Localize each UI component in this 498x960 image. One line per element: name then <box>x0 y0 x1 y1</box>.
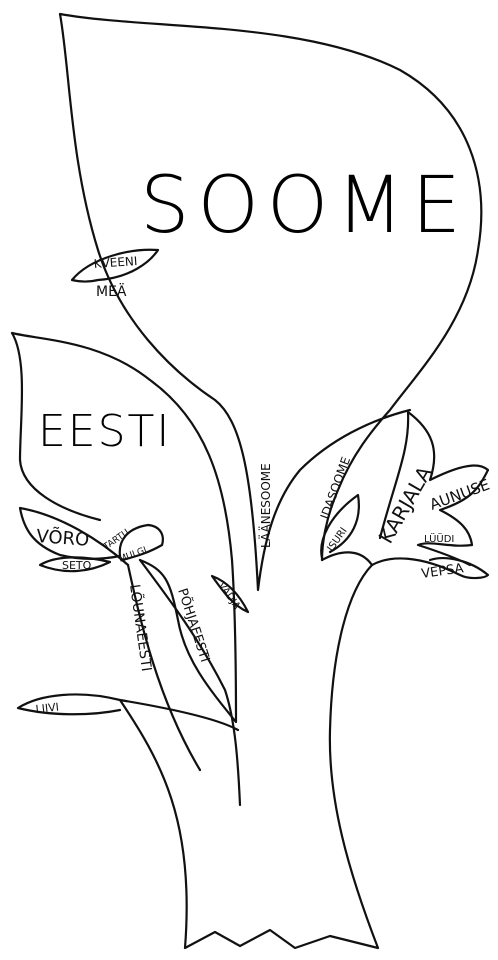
tree-trunk <box>120 565 378 948</box>
label-aunuse: AUNUSE <box>427 475 492 513</box>
label-idasoome: IDASOOME <box>318 455 353 521</box>
label-luudi: LÜÜDI <box>424 532 454 545</box>
label-liivi: LIIVI <box>35 701 60 716</box>
label-voro: VÕRO <box>36 525 90 551</box>
label-seto: SETO <box>62 559 92 572</box>
label-eesti: EESTI <box>38 406 171 457</box>
label-laanesoome: LÄÄNESOOME <box>258 463 273 548</box>
label-kveeni: KVEENI <box>93 254 138 271</box>
label-tartu: TARTU <box>101 528 131 553</box>
label-vepsa: VEPSA <box>420 561 464 582</box>
label-soome: SOOME <box>140 161 469 251</box>
label-lounaeesti: LÕUNAEESTI <box>126 583 155 672</box>
label-mea: MEÄ <box>96 282 127 300</box>
